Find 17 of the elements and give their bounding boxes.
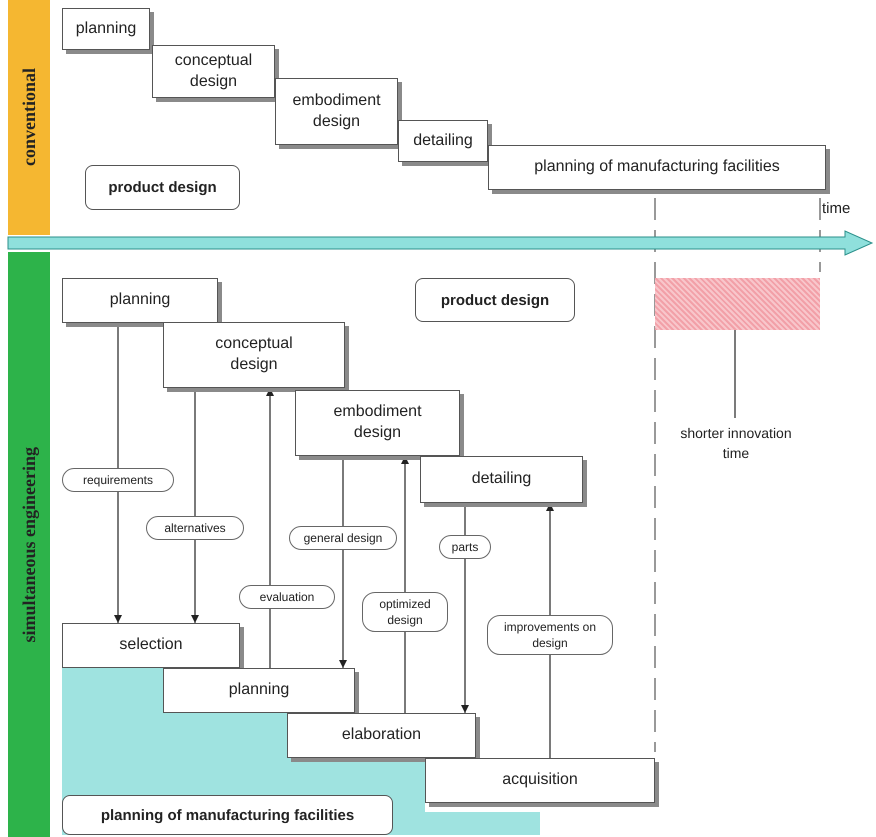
edge-label: general design	[289, 526, 397, 550]
axis-label: time	[822, 200, 850, 217]
edge-label: alternatives	[146, 516, 244, 540]
group-label: product design	[85, 165, 240, 210]
edge-label: improvements on design	[487, 615, 613, 656]
annotation-text: shorter innovation time	[668, 418, 804, 470]
band-header: conventional	[8, 0, 50, 235]
band-header: simultaneous engineering	[8, 252, 50, 837]
edge-label: optimized design	[362, 592, 448, 632]
leader-line	[734, 330, 736, 418]
edge-label: requirements	[62, 468, 174, 492]
edge-label: evaluation	[239, 585, 335, 610]
group-label: product design	[415, 278, 575, 322]
group-label: planning of manufacturing facilities	[62, 795, 393, 835]
edge-label: parts	[439, 535, 491, 560]
time-saving-area	[655, 278, 820, 330]
shaded-area	[62, 668, 163, 713]
